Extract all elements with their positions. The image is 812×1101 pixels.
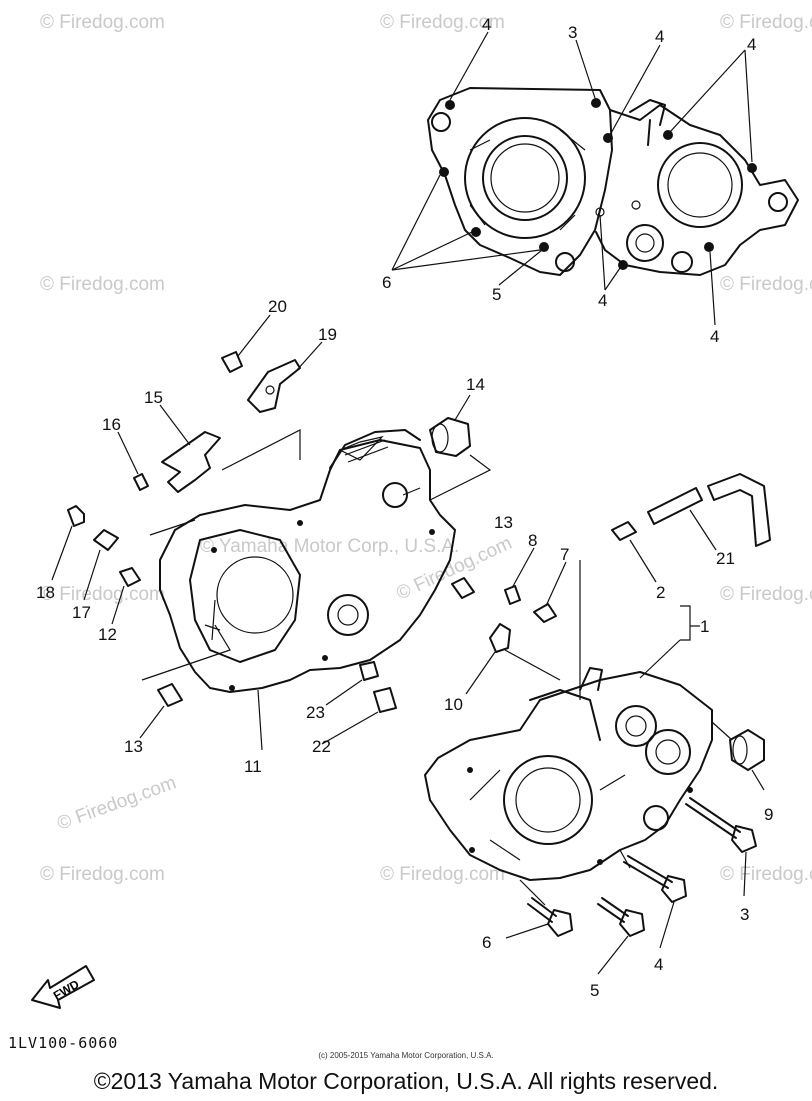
small-copyright: (c) 2005-2015 Yamaha Motor Corporation, … [318, 1051, 494, 1060]
callout-5: 5 [590, 981, 599, 1000]
callout-1: 1 [700, 617, 709, 636]
watermark: © Firedog.com [720, 12, 812, 33]
callout-17: 17 [72, 603, 91, 622]
watermark: © Firedog.com [40, 584, 165, 605]
callout-22: 22 [312, 737, 331, 756]
watermark: © Firedog.com [40, 12, 165, 33]
callout-21: 21 [716, 549, 735, 568]
callout-9: 9 [764, 805, 773, 824]
fwd-label: FWD [51, 977, 82, 1003]
callout-3: 3 [740, 905, 749, 924]
watermark: © Firedog.com [40, 274, 165, 295]
callout-4: 4 [710, 327, 719, 346]
watermark-center: © Yamaha Motor Corp., U.S.A. [200, 536, 459, 557]
fwd-arrow: FWD [31, 965, 95, 1009]
watermark: © Firedog.com [55, 772, 180, 834]
watermark: © Firedog.com [720, 864, 812, 885]
watermark: © Firedog.com [380, 864, 505, 885]
small-parts-left [51, 314, 492, 751]
callout-23: 23 [306, 703, 325, 722]
crankcase-inner-view [391, 31, 799, 326]
callout-4: 4 [482, 15, 491, 34]
callout-8: 8 [528, 531, 537, 550]
callout-5: 5 [492, 285, 501, 304]
callout-18: 18 [36, 583, 55, 602]
callout-4: 4 [598, 291, 607, 310]
callout-6: 6 [482, 933, 491, 952]
callout-4: 4 [747, 35, 756, 54]
watermark: © Firedog.com [720, 584, 812, 605]
callout-13: 13 [494, 513, 513, 532]
callout-19: 19 [318, 325, 337, 344]
crankcase-right-half [424, 667, 765, 975]
callout-12: 12 [98, 625, 117, 644]
copyright-notice: ©2013 Yamaha Motor Corporation, U.S.A. A… [93, 1068, 719, 1094]
callout-11: 11 [244, 757, 262, 776]
callout-20: 20 [268, 297, 287, 316]
callout-2: 2 [656, 583, 665, 602]
callout-4: 4 [655, 27, 664, 46]
callout-7: 7 [560, 545, 569, 564]
watermark: © Firedog.com [40, 864, 165, 885]
callout-4: 4 [654, 955, 663, 974]
callout-6: 6 [382, 273, 391, 292]
diagram-code: 1LV100-6060 [8, 1034, 119, 1052]
callout-layer: 4 3 4 4 4 6 5 4 4 20 19 14 15 16 18 17 1… [36, 15, 773, 1000]
crankcase-left-half [159, 429, 456, 693]
watermark: © Firedog.com [380, 12, 505, 33]
callout-16: 16 [102, 415, 121, 434]
callout-14: 14 [466, 375, 485, 394]
small-parts-right [451, 473, 771, 700]
callout-13: 13 [124, 737, 143, 756]
callout-15: 15 [144, 388, 163, 407]
callout-3: 3 [568, 23, 577, 42]
watermark-layer: © Firedog.com © Firedog.com © Firedog.co… [40, 12, 812, 885]
watermark: © Firedog.com [720, 274, 812, 295]
callout-10: 10 [444, 695, 463, 714]
